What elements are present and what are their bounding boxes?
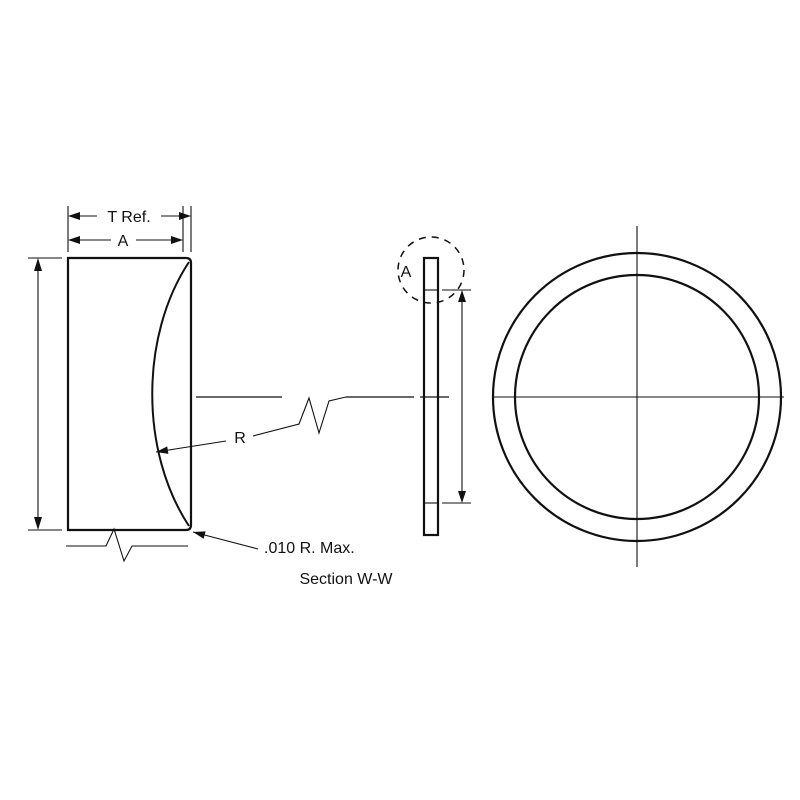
section-outline xyxy=(66,256,193,532)
dimension-height xyxy=(28,257,62,531)
leader-line xyxy=(192,531,259,550)
front-view xyxy=(491,226,784,567)
break-line xyxy=(66,527,188,563)
arrowhead-top xyxy=(34,258,42,271)
section-title: Section W-W xyxy=(299,571,393,588)
lens-curve xyxy=(151,261,190,527)
side-view-dimension xyxy=(442,289,471,504)
detail-label-a: A xyxy=(401,264,412,281)
dim-label-t-ref: T Ref. xyxy=(107,209,150,226)
dim-label-a: A xyxy=(118,233,129,250)
detail-callout-circle xyxy=(397,236,465,304)
dimension-t-ref: T Ref. xyxy=(67,206,192,252)
arrowhead-left xyxy=(68,236,80,244)
radius-leader: R xyxy=(155,396,449,454)
arrowhead-bottom xyxy=(34,517,42,530)
side-view: A xyxy=(397,236,465,537)
arrowhead-bottom xyxy=(458,491,466,503)
arrowhead-left xyxy=(68,212,80,220)
dimension-a: A xyxy=(68,233,183,250)
corner-radius-note: .010 R. Max. xyxy=(264,540,355,557)
bottom-break-line xyxy=(66,527,188,563)
arrowhead-right xyxy=(179,212,191,220)
radius-label: R xyxy=(234,430,246,447)
leader-zigzag xyxy=(252,396,347,437)
arrowhead-right xyxy=(171,236,183,244)
side-view-outline xyxy=(422,256,440,537)
leader-line xyxy=(155,440,227,453)
corner-radius-callout: .010 R. Max. xyxy=(192,531,355,557)
arrowhead-top xyxy=(458,290,466,302)
section-view-w-w xyxy=(66,256,193,532)
